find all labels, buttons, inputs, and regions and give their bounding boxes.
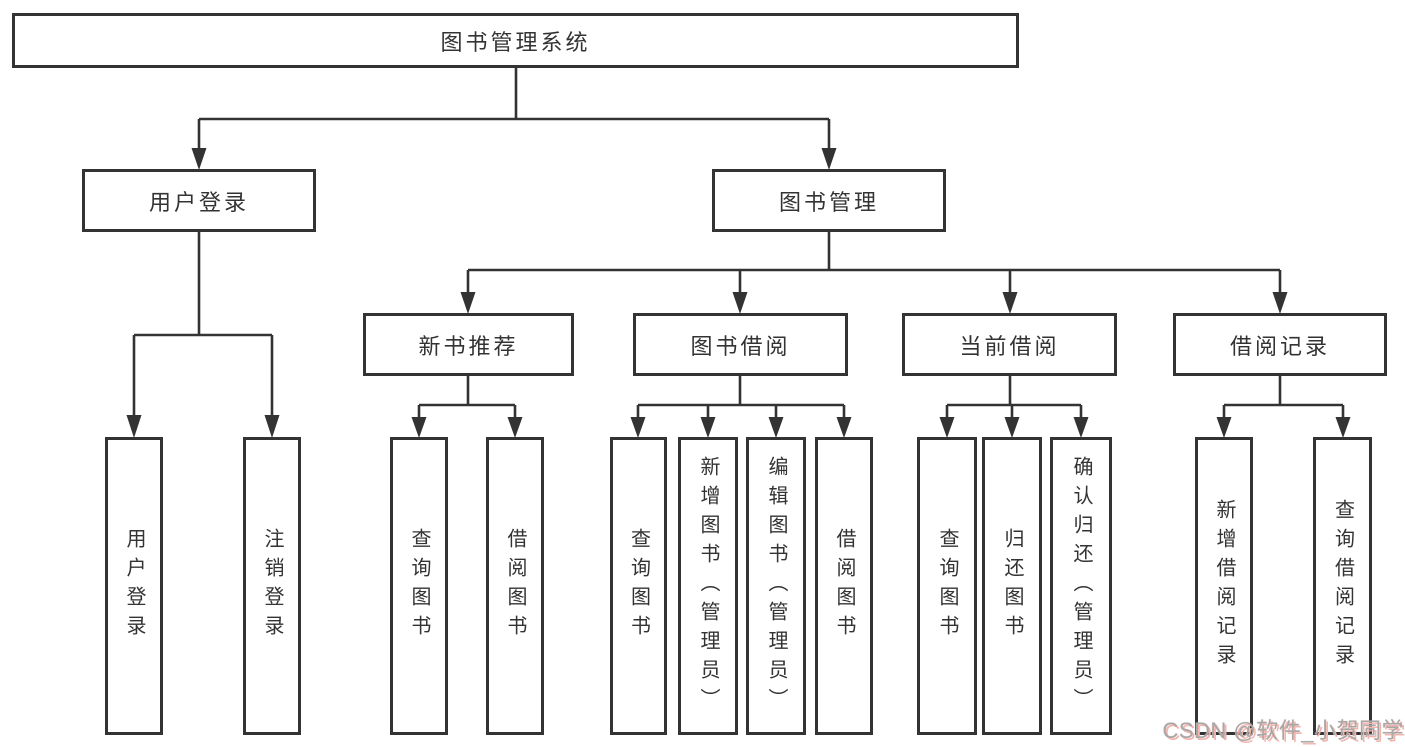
leaf-return-books: 归还图书 xyxy=(982,437,1042,735)
leaf-logout-login-label: 注销登录 xyxy=(261,528,283,644)
leaf-query-books-recommend-label: 查询图书 xyxy=(408,528,430,644)
leaf-return-books-label: 归还图书 xyxy=(1001,528,1023,644)
leaf-add-borrow-record-label: 新增借阅记录 xyxy=(1213,499,1235,673)
leaf-query-books-recommend: 查询图书 xyxy=(390,437,448,735)
leaf-add-books-admin: 新增图书（管理员） xyxy=(678,437,738,735)
connector-book-management xyxy=(460,232,1288,314)
leaf-edit-books-admin: 编辑图书（管理员） xyxy=(746,437,806,735)
csdn-watermark: CSDN @软件_小贺同学 xyxy=(1162,718,1404,743)
leaf-borrow-books-label: 借阅图书 xyxy=(833,528,855,644)
leaf-user-login-label: 用户登录 xyxy=(123,528,145,644)
node-book-management: 图书管理 xyxy=(712,169,946,232)
leaf-query-borrow-record-label: 查询借阅记录 xyxy=(1331,499,1354,673)
leaf-confirm-return-admin: 确认归还（管理员） xyxy=(1050,437,1112,735)
leaf-add-borrow-record: 新增借阅记录 xyxy=(1195,437,1253,735)
leaf-borrow-books-recommend-label: 借阅图书 xyxy=(504,528,526,644)
node-borrow-records: 借阅记录 xyxy=(1173,313,1387,376)
leaf-query-books-borrow: 查询图书 xyxy=(610,437,667,735)
leaf-query-borrow-record: 查询借阅记录 xyxy=(1313,437,1372,735)
node-new-book-recommend: 新书推荐 xyxy=(363,313,574,376)
node-current-borrow: 当前借阅 xyxy=(902,313,1117,376)
node-user-login: 用户登录 xyxy=(82,169,316,232)
connector-borrow-records xyxy=(1216,375,1351,438)
connector-user-login xyxy=(126,232,280,438)
leaf-user-login: 用户登录 xyxy=(105,437,163,735)
node-root-system: 图书管理系统 xyxy=(12,13,1019,68)
leaf-query-books-current: 查询图书 xyxy=(917,437,977,735)
leaf-query-books-borrow-label: 查询图书 xyxy=(627,528,650,644)
leaf-borrow-books-recommend: 借阅图书 xyxy=(486,437,544,735)
connector-current-borrow xyxy=(939,375,1089,438)
leaf-add-books-admin-label: 新增图书（管理员） xyxy=(697,455,719,717)
leaf-confirm-return-admin-label: 确认归还（管理员） xyxy=(1070,455,1092,717)
leaf-borrow-books: 借阅图书 xyxy=(815,437,873,735)
leaf-edit-books-admin-label: 编辑图书（管理员） xyxy=(765,455,787,717)
node-book-borrow: 图书借阅 xyxy=(633,313,848,376)
connector-root xyxy=(191,67,837,170)
connector-book-borrow xyxy=(630,375,852,438)
connector-new-book-recommend xyxy=(411,375,523,438)
leaf-logout-login: 注销登录 xyxy=(243,437,301,735)
leaf-query-books-current-label: 查询图书 xyxy=(936,528,958,644)
